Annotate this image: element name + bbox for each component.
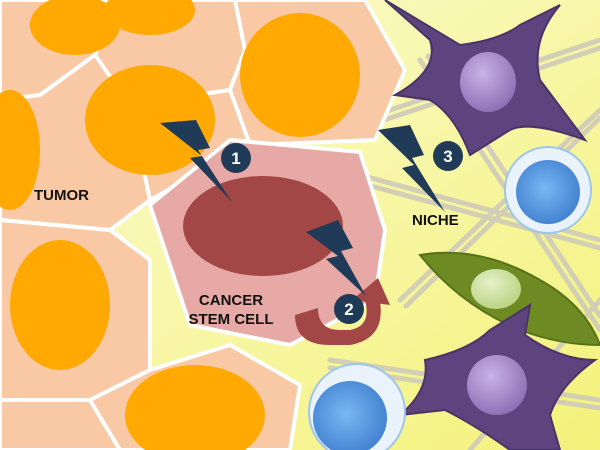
marker-number: 2 (344, 300, 353, 319)
marker-2: 2 (334, 294, 364, 324)
cancer-stem-cell-nucleus (183, 176, 343, 276)
tumor-label: TUMOR (34, 187, 89, 204)
purple-cell-nucleus (460, 52, 516, 112)
niche-label: NICHE (412, 212, 459, 229)
marker-number: 3 (443, 147, 452, 166)
tumor-nucleus (10, 240, 110, 370)
niche-cells (308, 0, 600, 450)
marker-badge (433, 141, 463, 171)
marker-number: 1 (231, 149, 240, 168)
tumor-nucleus (0, 90, 40, 210)
purple-cell-nucleus (467, 355, 527, 415)
cancer-stem-cell-label-line2: STEM CELL (189, 311, 274, 328)
tumor-cell (0, 398, 122, 450)
cancer-stem-cell-label-line1: CANCER (199, 292, 263, 309)
tumor-nucleus (30, 0, 120, 55)
tumor-nucleus (240, 13, 360, 137)
signal-bolts (160, 120, 445, 296)
lightning-bolt-icon (160, 120, 232, 202)
blue-immune-cell (516, 160, 580, 224)
tumor-nucleus (125, 365, 265, 450)
marker-3: 3 (433, 141, 463, 171)
tumor-nucleus (105, 0, 195, 35)
tumor-nucleus (85, 65, 215, 175)
tumor-nuclei (0, 0, 360, 450)
green-cell-nucleus (471, 269, 521, 309)
self-renewal-arrow (295, 278, 390, 345)
marker-badge (221, 143, 251, 173)
lightning-bolt-icon (306, 220, 366, 296)
lightning-bolt-icon (378, 125, 445, 212)
marker-badge (334, 294, 364, 324)
marker-1: 1 (221, 143, 251, 173)
blue-immune-cell (313, 381, 387, 450)
